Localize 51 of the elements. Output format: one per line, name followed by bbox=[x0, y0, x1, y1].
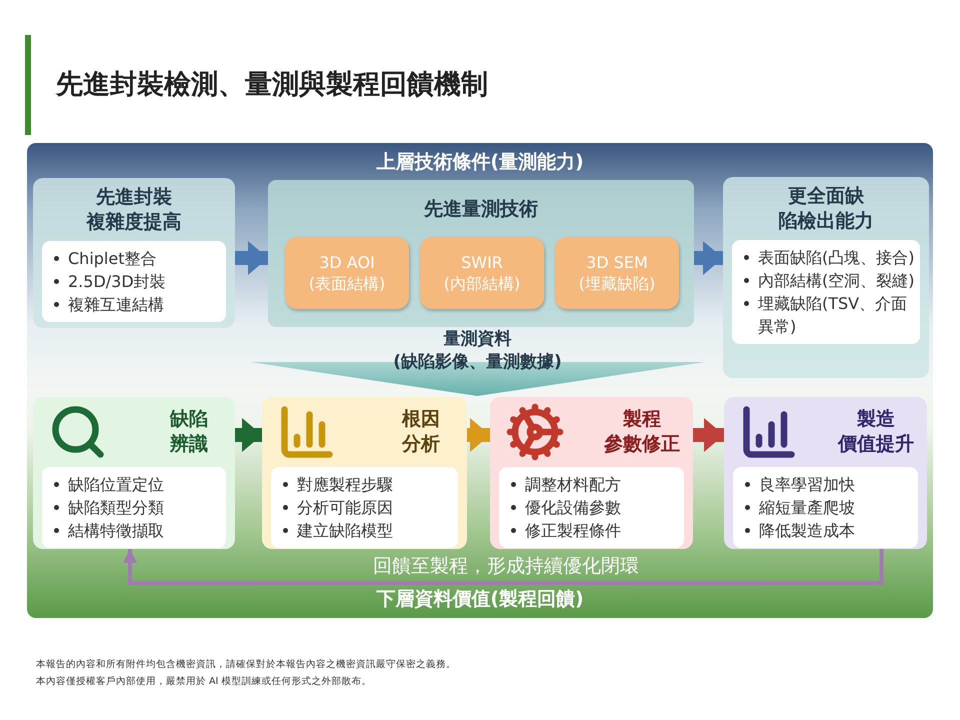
bullet-text: Chiplet整合 bbox=[68, 248, 156, 270]
arrow bbox=[123, 549, 884, 585]
arrow bbox=[694, 241, 723, 275]
band-title: 上層技術條件(量測能力) bbox=[375, 150, 585, 175]
step-card bbox=[724, 397, 927, 549]
bullet-text: 建立缺陷模型 bbox=[297, 520, 393, 542]
card-title: 更全面缺陷檢出能力 bbox=[778, 184, 874, 234]
band-title: 下層資料價值(製程回饋) bbox=[375, 587, 585, 612]
bullet-text: 結構特徵擷取 bbox=[68, 520, 164, 542]
title: 先進封裝檢測、量測與製程回饋機制 bbox=[56, 68, 488, 102]
arrow bbox=[235, 241, 268, 275]
step-title: 製造價值提升 bbox=[838, 407, 914, 457]
step-card bbox=[262, 397, 467, 549]
step-title: 缺陷辨識 bbox=[170, 407, 208, 457]
bullet-text: 缺陷位置定位 bbox=[68, 474, 164, 496]
group-panel bbox=[268, 180, 694, 327]
bullet-text: 複雜互連結構 bbox=[68, 294, 164, 316]
bullet-text: 缺陷類型分類 bbox=[68, 497, 164, 519]
bullet-text: 優化設備參數 bbox=[525, 497, 621, 519]
step-card bbox=[490, 397, 693, 549]
method-label: SWIR (內部結構) bbox=[442, 252, 522, 294]
method-label: 3D AOI (表面結構) bbox=[308, 252, 386, 294]
bullet-text: 修正製程條件 bbox=[525, 520, 621, 542]
edge-label: 回饋至製程，形成持續優化閉環 bbox=[372, 554, 639, 579]
step-title: 製程參數修正 bbox=[604, 407, 680, 457]
method-box bbox=[285, 237, 409, 309]
step-card bbox=[33, 397, 235, 549]
bullet-text: 對應製程步驟 bbox=[297, 474, 393, 496]
bullet-text: 內部結構(空洞、裂縫) bbox=[758, 270, 914, 292]
bullet-text: 調整材料配方 bbox=[525, 474, 621, 496]
step-title: 根因分析 bbox=[402, 407, 440, 457]
info-card bbox=[723, 177, 929, 378]
data-label: 量測資料(缺陷影像、量測數據) bbox=[392, 328, 563, 374]
group-title: 先進量測技術 bbox=[422, 197, 539, 222]
bullet-text: 分析可能原因 bbox=[297, 497, 393, 519]
arrow bbox=[235, 418, 262, 452]
method-box bbox=[555, 237, 679, 309]
bullet-text: 表面缺陷(凸塊、接合) bbox=[758, 247, 914, 269]
bullet-text: 良率學習加快 bbox=[759, 474, 855, 496]
bullet-text: 縮短量產爬坡 bbox=[759, 497, 855, 519]
card-title: 先進封裝複雜度提高 bbox=[85, 185, 182, 235]
bullet-text: 2.5D/3D封裝 bbox=[68, 271, 166, 293]
info-card bbox=[33, 178, 235, 328]
arrow bbox=[467, 418, 490, 452]
bullet-text: 降低製造成本 bbox=[759, 520, 855, 542]
method-box bbox=[420, 237, 544, 309]
method-label: 3D SEM (埋藏缺陷) bbox=[578, 252, 656, 294]
bullet-text: 埋藏缺陷(TSV、介面異常) bbox=[758, 293, 908, 338]
footnote: 本內容僅授權客戶內部使用，嚴禁用於 AI 模型訓練或任何形式之外部散布。 bbox=[36, 675, 372, 688]
footnote: 本報告的內容和所有附件均包含機密資訊，請確保對於本報告內容之機密資訊嚴守保密之義務。 bbox=[36, 658, 456, 671]
arrow bbox=[693, 418, 724, 452]
